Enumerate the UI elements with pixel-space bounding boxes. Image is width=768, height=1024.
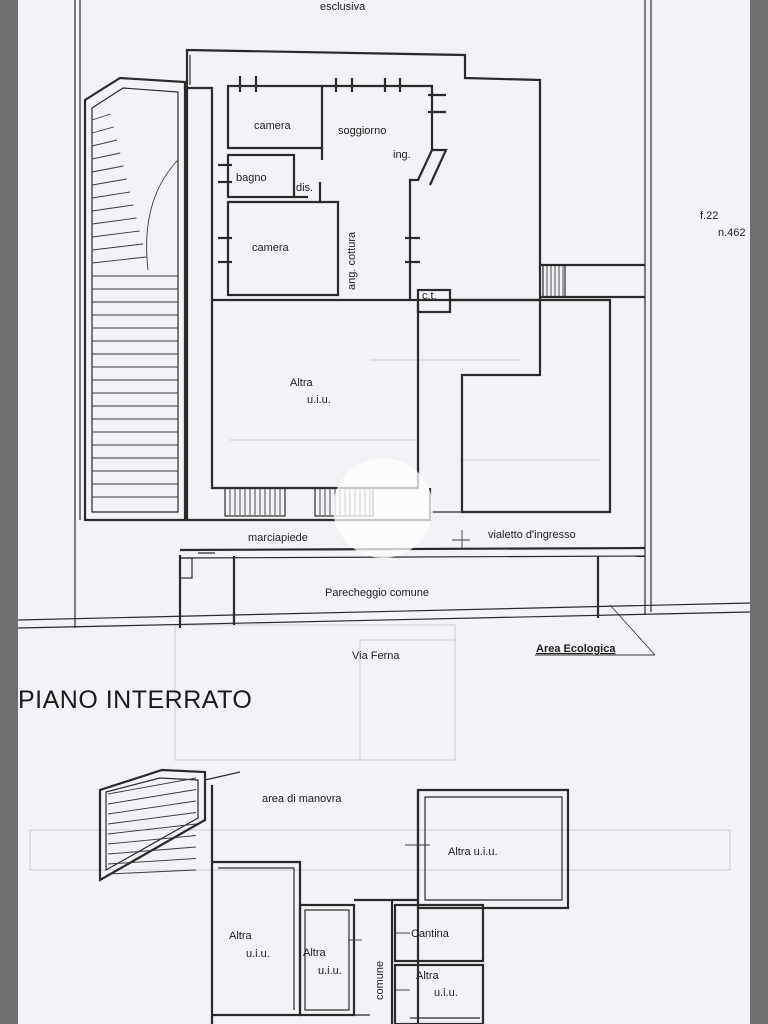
label-bedroom-bottom: camera: [252, 242, 290, 254]
label-other-unit-b-1: Altra: [303, 947, 327, 959]
basement-title: PIANO INTERRATO: [18, 686, 252, 714]
label-maneuver-area: area di manovra: [262, 793, 342, 805]
label-bedroom-top: camera: [254, 120, 292, 132]
label-hallway: dis.: [296, 182, 313, 194]
stair-tread: [91, 165, 124, 173]
stair-tread: [91, 113, 111, 121]
outdoor-areas: [178, 530, 656, 656]
label-garden: esclusiva: [320, 1, 366, 13]
stair-tread: [107, 800, 197, 815]
label-common: comune: [374, 961, 386, 1000]
stair-tread: [91, 217, 137, 225]
label-parcel-ref: n.462: [718, 227, 746, 239]
stair-tread: [91, 256, 147, 264]
label-boiler: c.t.: [422, 290, 437, 302]
label-other-unit-c-2: u.i.u.: [434, 987, 458, 999]
stair-tread: [107, 789, 197, 805]
stair-tread: [91, 191, 131, 199]
label-street: Via Ferna: [352, 650, 400, 662]
label-bathroom: bagno: [236, 172, 267, 184]
label-kitchenette: ang. cottura: [346, 231, 358, 290]
stair-tread: [107, 812, 197, 825]
stair-tread: [107, 846, 197, 855]
label-sidewalk: marciapiede: [248, 532, 308, 544]
stair-tread: [107, 869, 197, 875]
stair-tread: [91, 204, 134, 212]
spiral-staircase: [83, 76, 187, 522]
show-through-lines: [29, 359, 731, 871]
stair-tread: [107, 858, 197, 865]
stair-tread: [107, 777, 197, 795]
label-other-unit-a-2: u.i.u.: [246, 948, 270, 960]
label-other-unit-right: Altra u.i.u.: [448, 846, 498, 858]
label-other-unit-b-2: u.i.u.: [318, 965, 342, 977]
stair-tread: [91, 243, 144, 251]
label-entrance: ing.: [393, 149, 411, 161]
stair-tread: [91, 139, 118, 147]
label-living: soggiorno: [338, 125, 386, 137]
label-other-unit-c-1: Altra: [416, 970, 440, 982]
label-other-unit-2: u.i.u.: [307, 394, 331, 406]
camera-glare: [333, 458, 433, 558]
stair-tread: [107, 823, 197, 835]
label-sheet-ref: f.22: [700, 210, 718, 222]
label-eco-area: Area Ecologica: [536, 643, 616, 655]
stair-tread: [91, 230, 140, 238]
label-other-unit-a-1: Altra: [229, 930, 253, 942]
property-boundary: [17, 0, 751, 629]
basement-walls: [98, 768, 570, 1024]
label-cellar: Cantina: [411, 928, 450, 940]
label-other-unit-1: Altra: [290, 377, 314, 389]
label-entry-path: vialetto d'ingresso: [488, 529, 576, 541]
stair-tread: [91, 178, 127, 186]
stair-tread: [91, 152, 121, 160]
stair-tread: [107, 835, 197, 845]
stair-tread: [91, 126, 114, 134]
label-common-parking: Parecheggio comune: [325, 587, 429, 599]
